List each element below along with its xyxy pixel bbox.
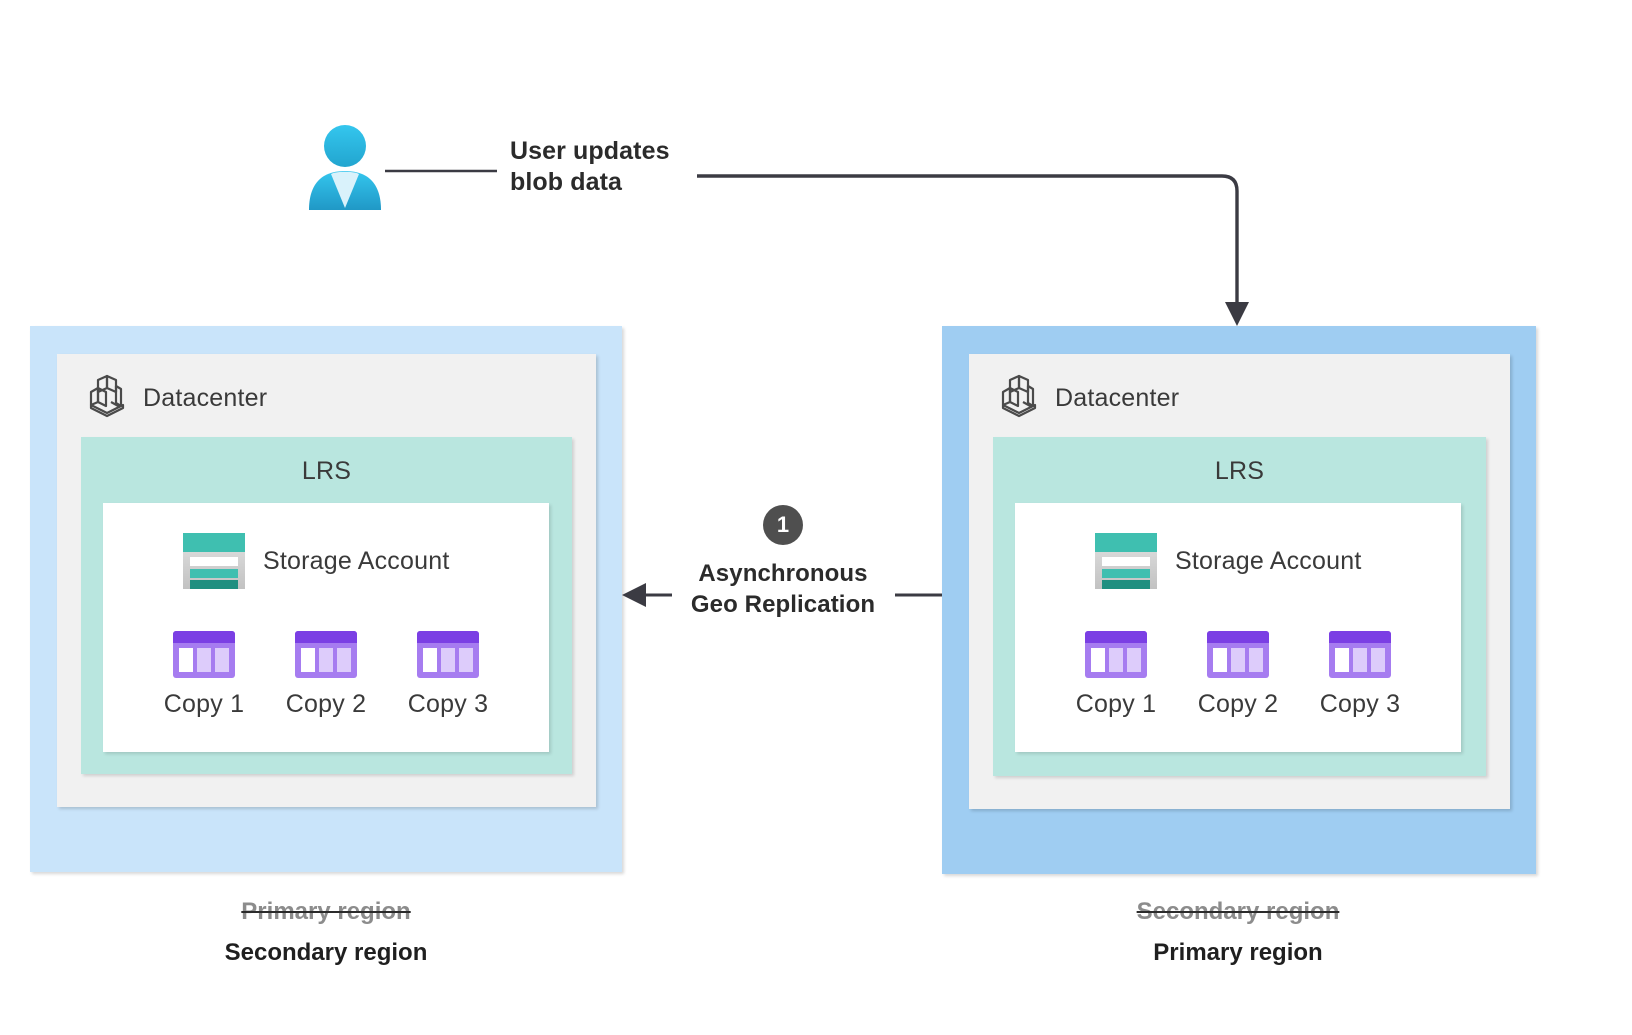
- datacenter-label: Datacenter: [1055, 384, 1180, 412]
- datacenter-icon: [85, 372, 129, 425]
- copy-item: Copy 3: [407, 631, 489, 719]
- copy-item: Copy 3: [1319, 631, 1401, 719]
- region-caption-right: Secondary region Primary region: [938, 891, 1538, 973]
- region-caption-struck: Primary region: [241, 898, 411, 925]
- copy-item: Copy 2: [1197, 631, 1279, 719]
- datacenter-header-left: Datacenter: [85, 372, 267, 425]
- storage-account-header-left: Storage Account: [183, 533, 449, 589]
- lrs-label: LRS: [301, 457, 352, 485]
- disk-icon: [173, 631, 235, 678]
- copy-label: Copy 1: [1075, 690, 1157, 718]
- replication-label: Asynchronous Geo Replication: [648, 558, 918, 620]
- copies-row-left: Copy 1 Copy 2 Copy 3: [103, 631, 549, 719]
- replication-label-line1: Asynchronous: [698, 560, 868, 587]
- copy-label: Copy 3: [407, 690, 489, 718]
- copy-item: Copy 1: [1075, 631, 1157, 719]
- copy-item: Copy 2: [285, 631, 367, 719]
- copy-label: Copy 3: [1319, 690, 1401, 718]
- storage-account-header-right: Storage Account: [1095, 533, 1361, 589]
- step-badge-1: 1: [763, 505, 803, 545]
- lrs-label: LRS: [1214, 457, 1265, 485]
- storage-account-label: Storage Account: [263, 546, 450, 575]
- storage-account-icon: [1095, 533, 1157, 589]
- region-caption-current: Secondary region: [224, 939, 428, 966]
- storage-account-panel-left: Storage Account Copy 1 Copy 2: [103, 503, 549, 752]
- user-to-primary-arrowhead: [1225, 302, 1249, 326]
- copies-row-right: Copy 1 Copy 2 Copy 3: [1015, 631, 1461, 719]
- disk-icon: [1207, 631, 1269, 678]
- user-action-label: User updates blob data: [510, 136, 770, 198]
- replication-label-line2: Geo Replication: [690, 591, 876, 618]
- disk-icon: [417, 631, 479, 678]
- region-caption-current: Primary region: [1153, 939, 1323, 966]
- disk-icon: [1085, 631, 1147, 678]
- copy-item: Copy 1: [163, 631, 245, 719]
- storage-account-icon: [183, 533, 245, 589]
- datacenter-label: Datacenter: [143, 384, 268, 412]
- disk-icon: [295, 631, 357, 678]
- storage-account-label: Storage Account: [1175, 546, 1362, 575]
- copy-label: Copy 1: [163, 690, 245, 718]
- user-action-label-line2: blob data: [510, 168, 623, 196]
- copy-label: Copy 2: [1197, 690, 1279, 718]
- user-action-label-line1: User updates: [510, 137, 670, 165]
- region-caption-left: Primary region Secondary region: [26, 891, 626, 973]
- datacenter-icon: [997, 372, 1041, 425]
- user-to-primary-connector: [697, 174, 1239, 310]
- replication-arrowhead: [622, 583, 646, 607]
- datacenter-header-right: Datacenter: [997, 372, 1179, 425]
- user-icon: [306, 124, 384, 214]
- region-caption-struck: Secondary region: [1136, 898, 1340, 925]
- disk-icon: [1329, 631, 1391, 678]
- copy-label: Copy 2: [285, 690, 367, 718]
- storage-account-panel-right: Storage Account Copy 1 Copy 2: [1015, 503, 1461, 752]
